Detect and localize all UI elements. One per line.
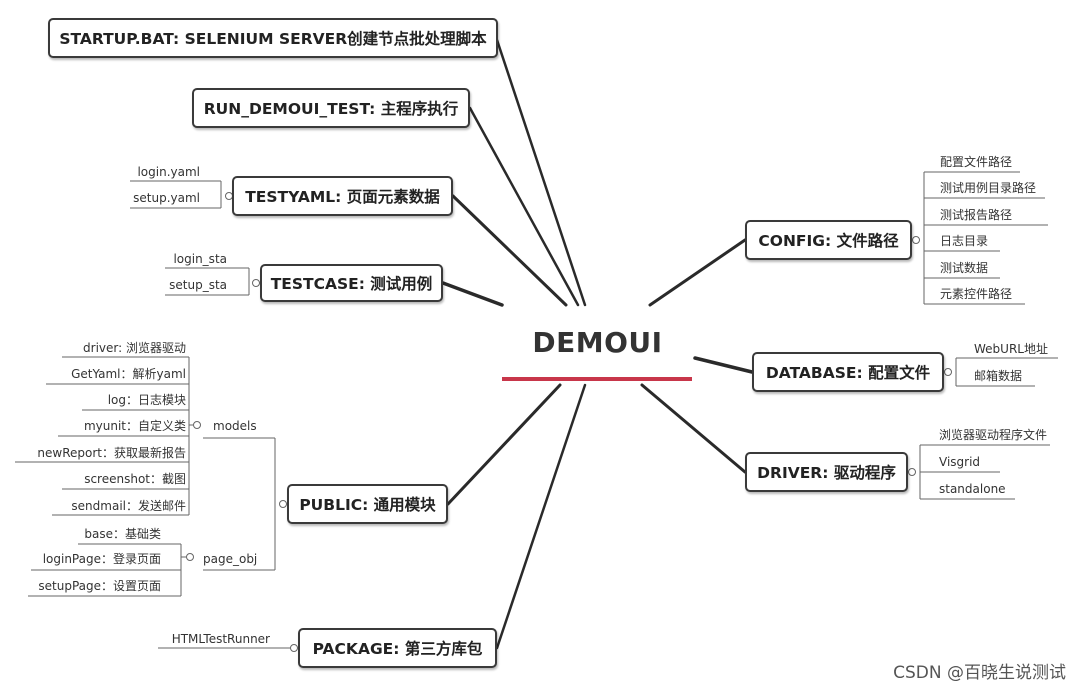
branch-testcase[interactable]: TESTCASE: 测试用例 (260, 264, 443, 302)
models-item[interactable]: myunit：自定义类 (83, 419, 186, 433)
public-group-models[interactable]: models (213, 419, 257, 433)
branch-config[interactable]: CONFIG: 文件路径 (745, 220, 912, 260)
testcase-item-setup[interactable]: setup_sta (169, 278, 227, 292)
package-item[interactable]: HTMLTestRunner (171, 632, 270, 646)
config-item[interactable]: 元素控件路径 (940, 287, 1013, 301)
branch-startup[interactable]: STARTUP.BAT: SELENIUM SERVER创建节点批处理脚本 (48, 18, 498, 58)
driver-item[interactable]: standalone (939, 482, 1006, 496)
models-item[interactable]: GetYaml：解析yaml (71, 367, 186, 381)
config-item[interactable]: 测试报告路径 (940, 208, 1013, 222)
driver-item[interactable]: Visgrid (939, 455, 981, 469)
page-obj-item[interactable]: loginPage：登录页面 (42, 552, 161, 566)
config-item[interactable]: 配置文件路径 (940, 155, 1013, 169)
public-group-page-obj[interactable]: page_obj (203, 552, 258, 566)
watermark: CSDN @百晓生说测试 (893, 663, 1066, 683)
models-item[interactable]: sendmail：发送邮件 (71, 499, 186, 513)
database-item[interactable]: 邮箱数据 (974, 369, 1023, 383)
page-obj-item[interactable]: setupPage：设置页面 (38, 579, 161, 593)
branch-testyaml[interactable]: TESTYAML: 页面元素数据 (232, 176, 453, 216)
models-item[interactable]: log：日志模块 (107, 393, 186, 407)
database-item[interactable]: WebURL地址 (974, 342, 1048, 356)
models-item[interactable]: newReport：获取最新报告 (37, 446, 186, 460)
branch-database[interactable]: DATABASE: 配置文件 (752, 352, 944, 392)
branch-public[interactable]: PUBLIC: 通用模块 (287, 484, 448, 524)
testcase-item-login[interactable]: login_sta (173, 252, 227, 266)
config-item[interactable]: 测试用例目录路径 (940, 181, 1037, 195)
config-item[interactable]: 测试数据 (940, 261, 989, 275)
branch-driver[interactable]: DRIVER: 驱动程序 (745, 452, 908, 492)
models-item[interactable]: screenshot：截图 (84, 472, 186, 486)
page-obj-item[interactable]: base：基础类 (84, 527, 161, 541)
models-item[interactable]: driver: 浏览器驱动 (83, 341, 186, 355)
testyaml-item-login[interactable]: login.yaml (137, 165, 200, 179)
testyaml-item-setup[interactable]: setup.yaml (133, 191, 200, 205)
branch-run-demoui-test[interactable]: RUN_DEMOUI_TEST: 主程序执行 (192, 88, 470, 128)
config-item[interactable]: 日志目录 (940, 234, 989, 248)
branch-package[interactable]: PACKAGE: 第三方库包 (298, 628, 497, 668)
central-topic[interactable]: DEMOUI (532, 326, 663, 359)
driver-item[interactable]: 浏览器驱动程序文件 (939, 428, 1048, 442)
